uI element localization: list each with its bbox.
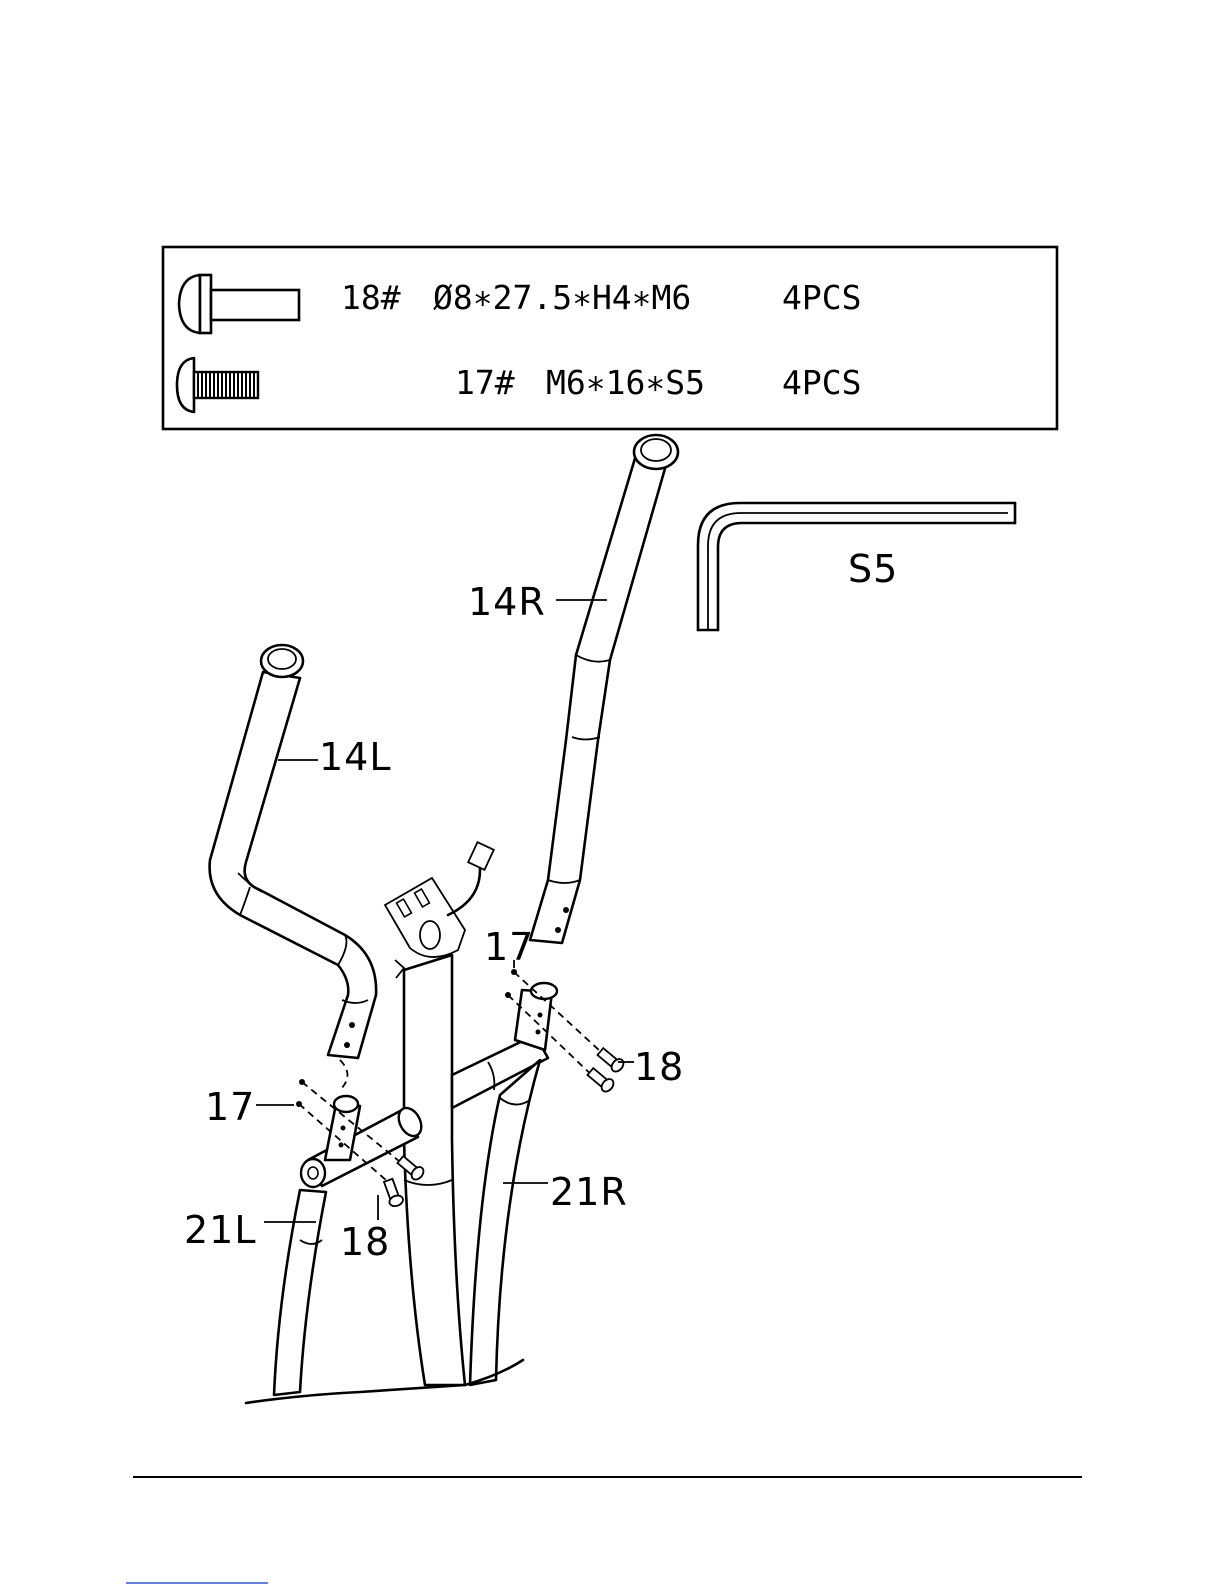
hardware-18-qty: 4PCS — [782, 278, 861, 317]
hardware-18-part: 18# — [341, 278, 401, 317]
handlebar-14r — [530, 435, 678, 943]
callout-17-left: 17 — [205, 1085, 255, 1129]
callout-18-right: 18 — [634, 1045, 684, 1089]
leg-21r — [452, 983, 557, 1385]
button-head-screw-icon — [177, 358, 258, 412]
callout-21r: 21R — [550, 1170, 628, 1214]
callout-18-left: 18 — [340, 1220, 390, 1264]
hardware-box: 18# Ø8∗27.5∗H4∗M6 4PCS 17# M6∗16∗S5 4PCS — [163, 247, 1057, 429]
hardware-17-part: 17# — [455, 363, 515, 402]
hardware-17-spec: M6∗16∗S5 — [546, 363, 705, 402]
callout-14r: 14R — [468, 580, 546, 624]
callout-21l: 21L — [184, 1208, 257, 1252]
carriage-bolt-icon — [179, 275, 299, 333]
wrench-label: S5 — [848, 547, 898, 591]
hardware-18-spec: Ø8∗27.5∗H4∗M6 — [433, 278, 691, 317]
handlebar-14l — [210, 645, 377, 1058]
hardware-17-qty: 4PCS — [782, 363, 861, 402]
callout-17-right: 17 — [484, 925, 534, 969]
callout-14l: 14L — [319, 735, 392, 779]
